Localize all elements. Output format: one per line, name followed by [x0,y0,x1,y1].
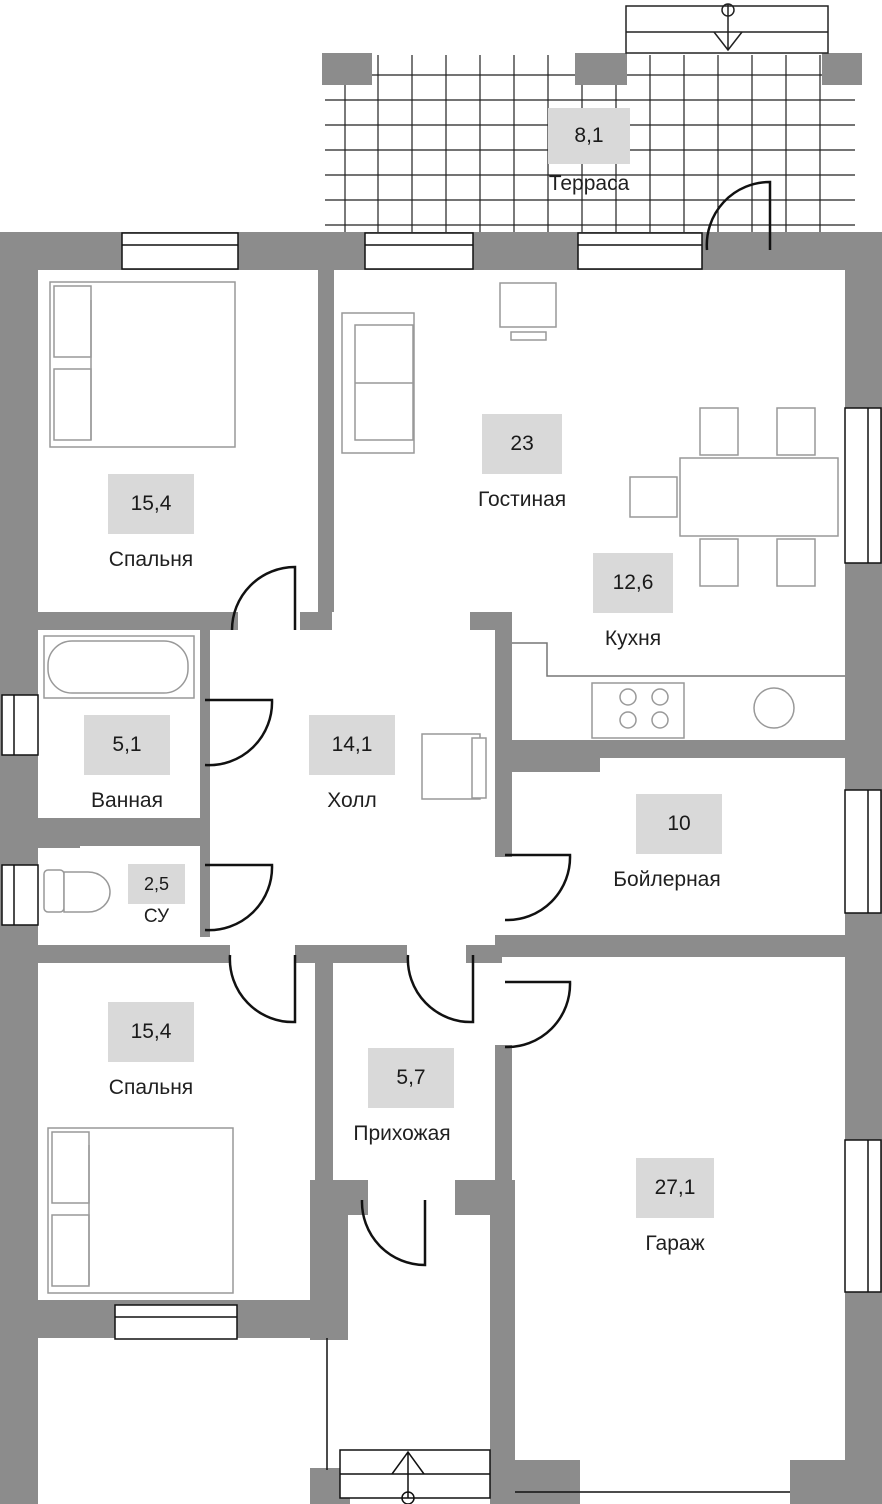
door-swings [204,180,772,1267]
furniture [43,281,845,1294]
room-name: Прихожая [353,1122,451,1145]
room-kitchen[interactable]: 12,6 Кухня [593,553,673,651]
room-hall[interactable]: 14,1 Холл [309,715,395,813]
area-badge: 15,4 [108,474,194,534]
room-name: Гостиная [478,488,567,511]
area-badge: 2,5 [128,864,185,904]
room-wc[interactable]: 2,5 СУ [128,864,185,928]
area-badge: 23 [482,414,563,474]
area-badge: 10 [636,794,722,854]
room-garage[interactable]: 27,1 Гараж [636,1158,714,1256]
area-badge: 15,4 [108,1002,194,1062]
area-badge: 5,7 [368,1048,454,1108]
area-badge: 14,1 [309,715,395,775]
room-name: Гараж [645,1232,705,1255]
room-bedroom-2[interactable]: 15,4 Спальня [108,1002,194,1100]
area-badge: 12,6 [593,553,673,613]
windows [1,232,882,1340]
area-badge: 27,1 [636,1158,714,1218]
room-living[interactable]: 23 Гостиная [478,414,566,512]
room-name: Терраса [548,172,630,195]
room-name: Холл [327,789,377,812]
room-name: Бойлерная [613,868,721,891]
entrance-porch [326,1338,790,1504]
room-bathroom[interactable]: 5,1 Ванная [84,715,170,813]
room-name: Ванная [91,789,163,812]
area-badge: 5,1 [84,715,170,775]
room-boiler[interactable]: 10 Бойлерная [612,794,722,892]
room-name: Спальня [108,548,194,571]
room-terrace[interactable]: 8,1 Терраса [548,108,630,196]
terrace-columns [322,53,862,85]
room-bedroom-1[interactable]: 15,4 Спальня [108,474,194,572]
room-name: Кухня [604,627,662,650]
area-badge: 8,1 [548,108,630,164]
room-entrance[interactable]: 5,7 Прихожая [350,1048,454,1146]
room-name: СУ [143,906,170,927]
terrace-steps [625,3,829,54]
room-name: Спальня [108,1076,194,1099]
